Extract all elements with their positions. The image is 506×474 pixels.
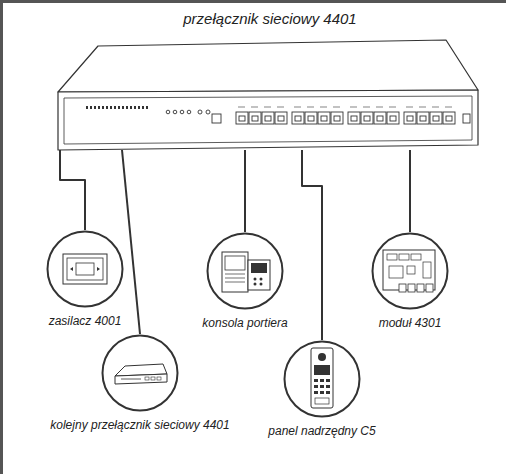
device-icon xyxy=(101,334,179,412)
port-socket xyxy=(278,116,284,121)
device-icon xyxy=(206,232,284,310)
port-mark xyxy=(320,107,327,108)
port-mark xyxy=(432,107,439,108)
port-mark xyxy=(333,107,340,108)
device-icon xyxy=(283,340,361,418)
port xyxy=(292,112,304,124)
device-label: moduł 4301 xyxy=(368,316,452,330)
port-socket xyxy=(265,116,271,121)
led xyxy=(142,106,144,109)
port-socket xyxy=(407,116,413,121)
port-socket xyxy=(433,116,439,121)
led xyxy=(86,106,88,109)
device-node: moduł 4301 xyxy=(368,232,452,330)
port xyxy=(262,112,274,124)
device-icon xyxy=(46,230,124,308)
switch-label: przełącznik sieciowy 4401 xyxy=(50,4,490,27)
port-mark xyxy=(406,107,413,108)
port-socket xyxy=(321,116,327,121)
port-socket xyxy=(351,116,357,121)
cable-line xyxy=(122,150,140,334)
device-circle xyxy=(46,230,124,308)
device-circle xyxy=(206,232,284,310)
led xyxy=(102,106,104,109)
port-socket xyxy=(239,116,245,121)
switch-top xyxy=(58,40,478,92)
cable-line xyxy=(60,150,85,230)
led xyxy=(118,106,120,109)
port xyxy=(361,112,373,124)
port-mark xyxy=(277,107,284,108)
port xyxy=(331,112,343,124)
port-mark xyxy=(376,107,383,108)
switch-front xyxy=(58,90,478,150)
port-socket xyxy=(308,116,314,121)
led xyxy=(126,106,128,109)
port xyxy=(275,112,287,124)
port xyxy=(387,112,399,124)
device-node: panel nadrzędny C5 xyxy=(265,340,379,438)
device-label: panel nadrzędny C5 xyxy=(265,424,379,438)
port-socket xyxy=(446,116,452,121)
port-socket xyxy=(252,116,258,121)
switch-panel xyxy=(64,96,472,144)
port-socket xyxy=(377,116,383,121)
led xyxy=(134,106,136,109)
led xyxy=(130,106,132,109)
port xyxy=(318,112,330,124)
port xyxy=(305,112,317,124)
led xyxy=(98,106,100,109)
cable-line xyxy=(302,150,322,340)
cable-line xyxy=(244,150,246,232)
device-label: zasilacz 4001 xyxy=(43,314,127,328)
switch-controls xyxy=(166,110,470,123)
device-label: kolejny przełącznik sieciowy 4401 xyxy=(47,418,233,432)
led-row xyxy=(86,106,148,109)
port-mark xyxy=(363,107,370,108)
port-mark xyxy=(307,107,314,108)
device-node: konsola portiera xyxy=(199,232,291,330)
port xyxy=(430,112,442,124)
port-mark xyxy=(419,107,426,108)
switch-node: przełącznik sieciowy 4401 xyxy=(50,4,490,150)
led xyxy=(146,106,148,109)
port-mark xyxy=(350,107,357,108)
device-circle xyxy=(371,232,449,310)
port-mark xyxy=(238,107,245,108)
port xyxy=(236,112,248,124)
port-mark xyxy=(389,107,396,108)
led xyxy=(90,106,92,109)
led xyxy=(114,106,116,109)
device-node: zasilacz 4001 xyxy=(43,230,127,328)
port xyxy=(348,112,360,124)
led xyxy=(110,106,112,109)
led xyxy=(106,106,108,109)
led xyxy=(94,106,96,109)
port xyxy=(249,112,261,124)
cable-line xyxy=(409,150,411,232)
port xyxy=(443,112,455,124)
device-node: kolejny przełącznik sieciowy 4401 xyxy=(47,334,233,432)
port-mark xyxy=(445,107,452,108)
led xyxy=(122,106,124,109)
device-label: konsola portiera xyxy=(199,316,291,330)
device-circle xyxy=(101,334,179,412)
device-circle xyxy=(283,340,361,418)
port-socket xyxy=(390,116,396,121)
port-socket xyxy=(420,116,426,121)
port-socket xyxy=(295,116,301,121)
port-socket xyxy=(364,116,370,121)
port-socket xyxy=(334,116,340,121)
port-mark xyxy=(251,107,258,108)
port xyxy=(374,112,386,124)
led xyxy=(138,106,140,109)
device-icon xyxy=(371,232,449,310)
port-mark xyxy=(294,107,301,108)
port xyxy=(417,112,429,124)
port xyxy=(404,112,416,124)
port-mark xyxy=(264,107,271,108)
rj45-ports xyxy=(236,107,455,124)
